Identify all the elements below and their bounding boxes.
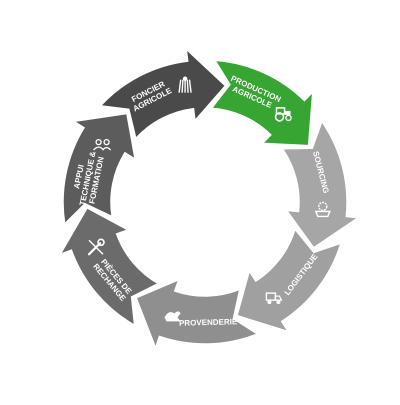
arrow-sourcing bbox=[280, 119, 361, 249]
arrow-foncier bbox=[98, 47, 227, 140]
label-line: PROVENDERIE bbox=[179, 317, 238, 328]
segment-logistique: LOGISTIQUE bbox=[236, 227, 343, 333]
arrow-appui bbox=[62, 112, 137, 226]
training-icon bbox=[93, 138, 112, 151]
label-provenderie: PROVENDERIE bbox=[179, 317, 238, 328]
animal-feed-icon bbox=[164, 311, 181, 322]
basket-gear-icon bbox=[314, 201, 331, 218]
arrow-logistique bbox=[236, 227, 343, 333]
arrow-pieces bbox=[58, 206, 160, 327]
segment-provenderie: PROVENDERIE bbox=[135, 278, 260, 351]
truck-icon bbox=[265, 292, 283, 305]
tractor-icon bbox=[274, 107, 292, 122]
arrow-production bbox=[210, 59, 314, 147]
field-rows-icon bbox=[178, 76, 192, 93]
arrow-provenderie bbox=[135, 278, 260, 351]
wrench-icon bbox=[87, 238, 105, 256]
segment-sourcing: SOURCING bbox=[280, 119, 361, 249]
